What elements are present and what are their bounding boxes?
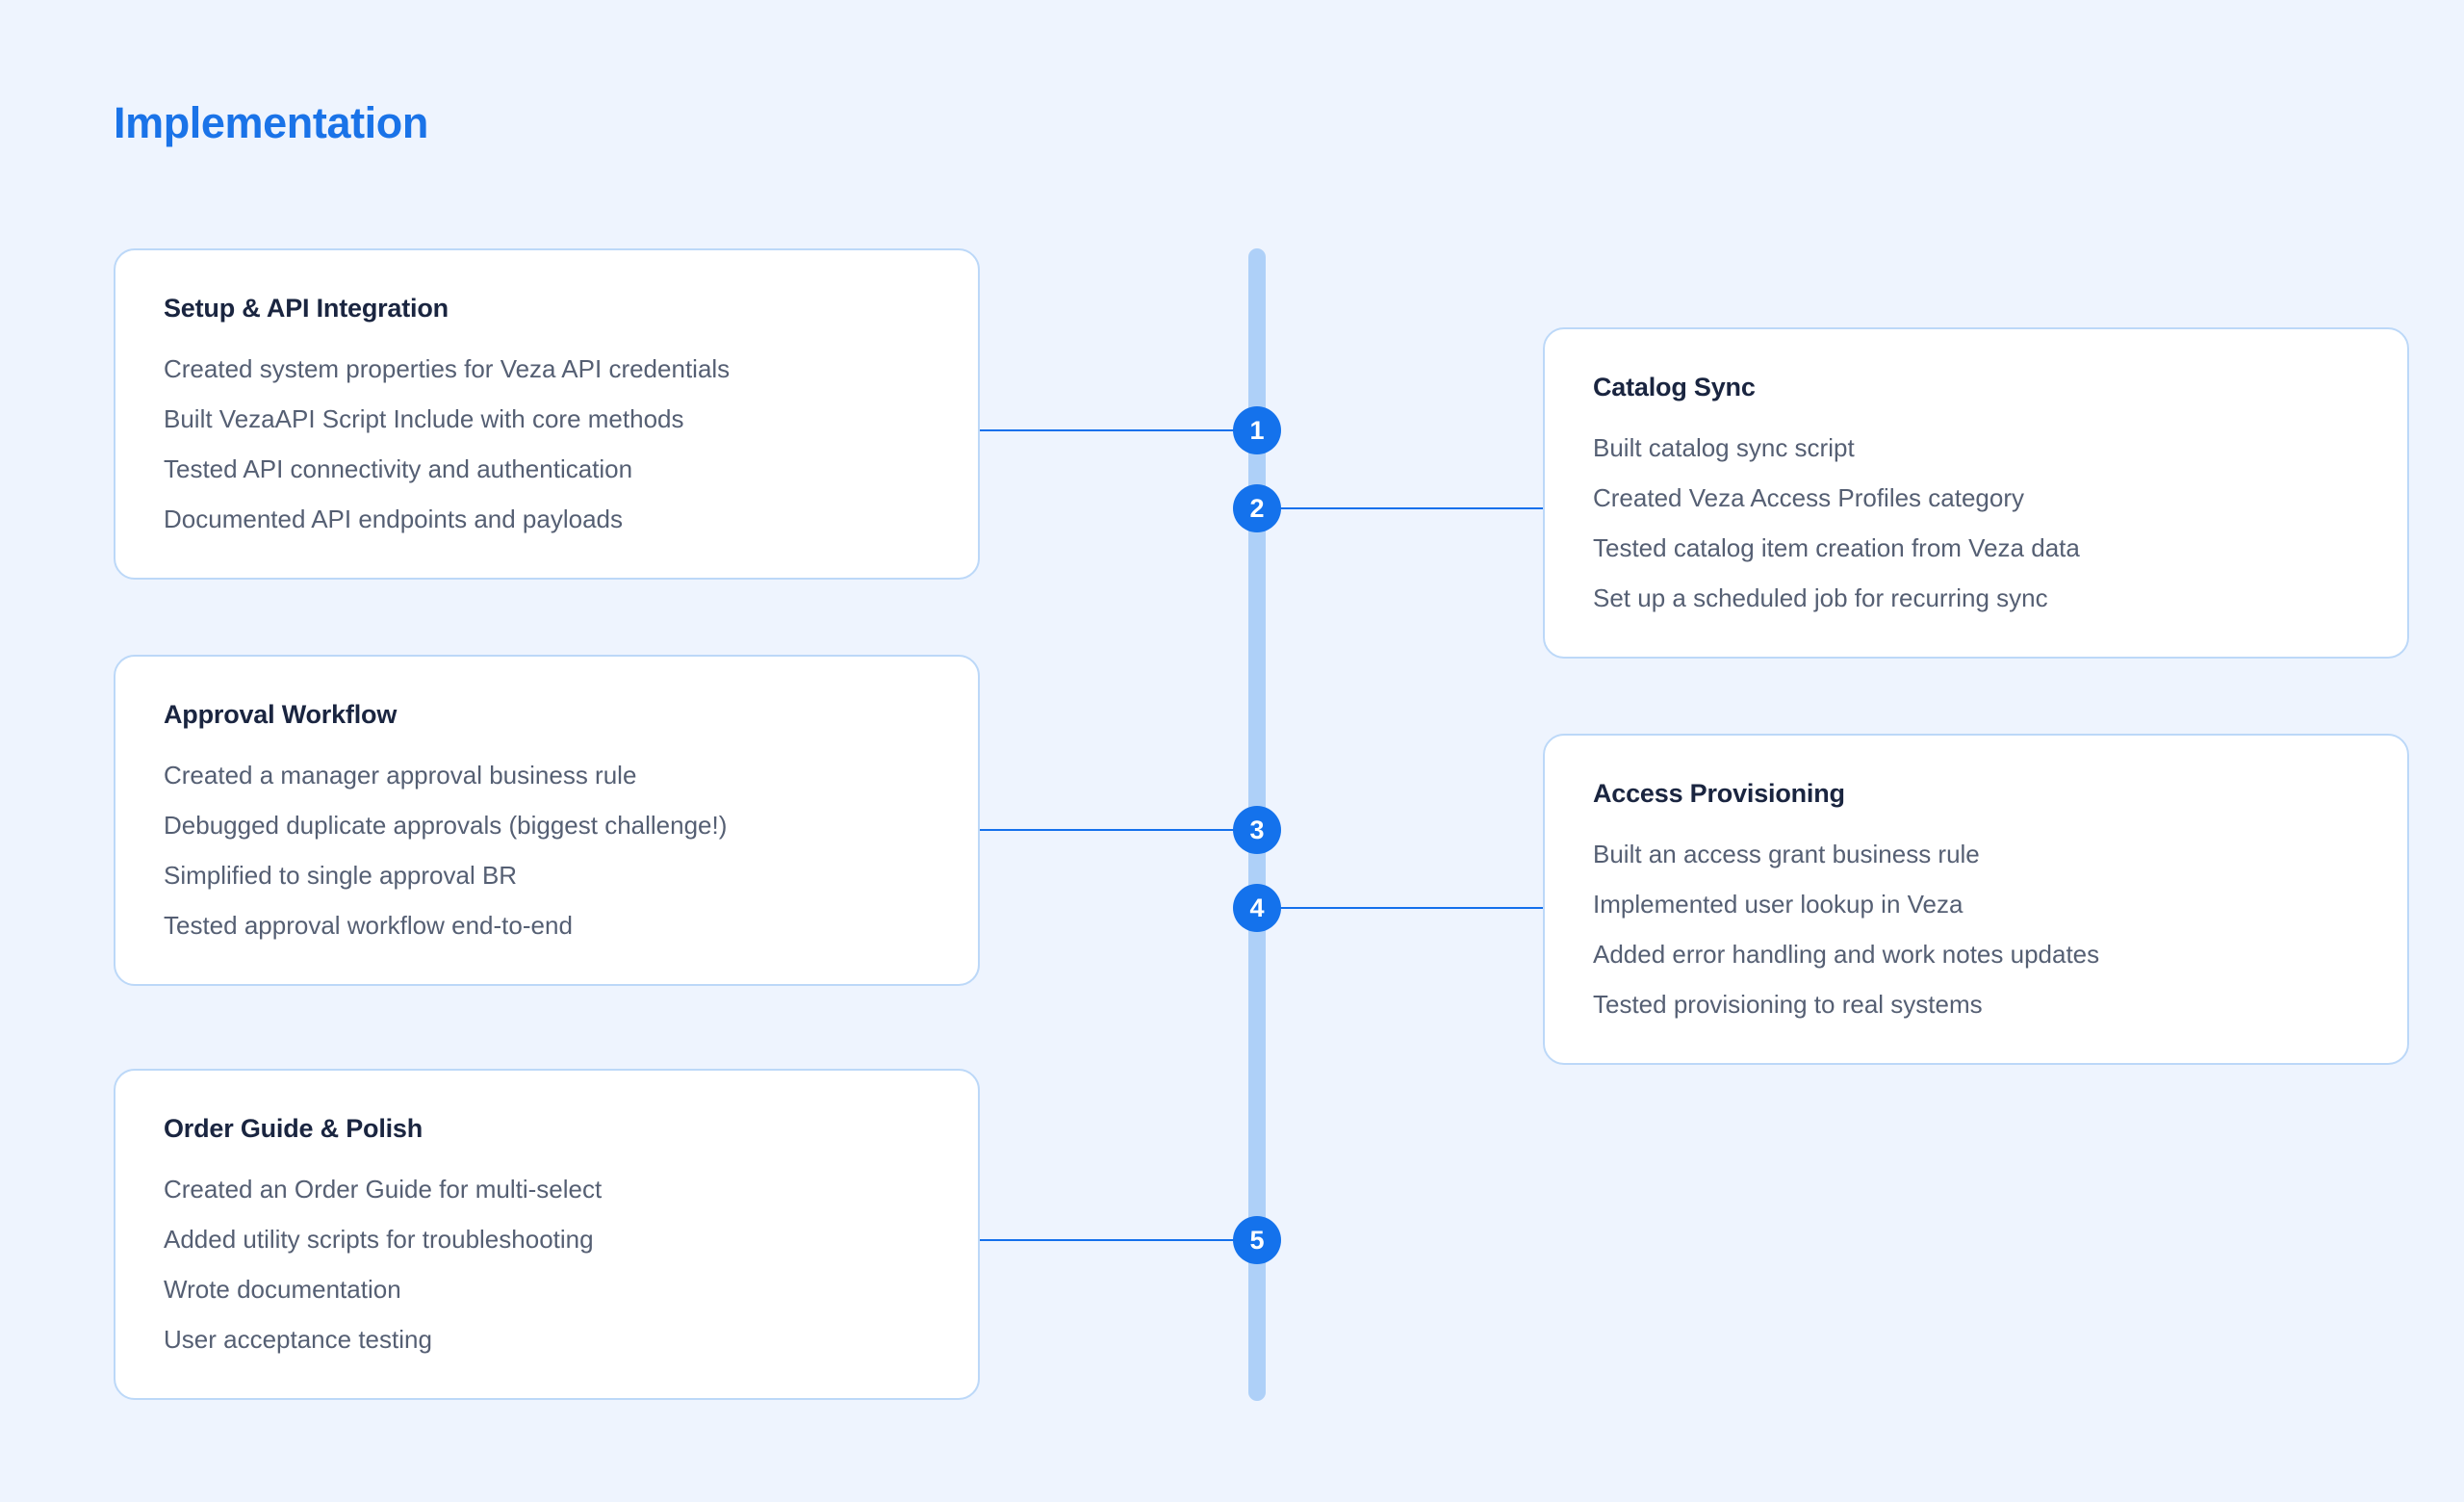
timeline-marker-label: 5 xyxy=(1249,1225,1265,1255)
timeline-marker-label: 2 xyxy=(1249,493,1265,523)
timeline-marker-2[interactable]: 2 xyxy=(1233,484,1281,532)
timeline-card-order-guide-polish[interactable]: Order Guide & Polish Created an Order Gu… xyxy=(114,1069,980,1401)
connector-step-1 xyxy=(980,429,1242,431)
card-item: Tested catalog item creation from Veza d… xyxy=(1593,533,2080,563)
timeline-marker-label: 4 xyxy=(1249,893,1265,922)
connector-step-5 xyxy=(980,1239,1242,1241)
card-item-list: Built catalog sync script Created Veza A… xyxy=(1593,435,2359,610)
timeline-card-setup-api-integration[interactable]: Setup & API Integration Created system p… xyxy=(114,248,980,581)
card-title: Approval Workflow xyxy=(164,700,398,729)
card-item: Built catalog sync script xyxy=(1593,433,1855,463)
timeline-marker-label: 1 xyxy=(1249,415,1265,445)
card-item: Wrote documentation xyxy=(164,1275,401,1305)
card-item: Built an access grant business rule xyxy=(1593,840,1980,869)
card-item: Created a manager approval business rule xyxy=(164,761,637,790)
connector-step-2 xyxy=(1272,507,1543,509)
card-item: Built VezaAPI Script Include with core m… xyxy=(164,404,684,434)
card-title: Catalog Sync xyxy=(1593,373,1756,401)
timeline-card-approval-workflow[interactable]: Approval Workflow Created a manager appr… xyxy=(114,655,980,987)
card-item-list: Created system properties for Veza API c… xyxy=(164,356,930,531)
card-item-list: Created a manager approval business rule… xyxy=(164,763,930,938)
card-title: Setup & API Integration xyxy=(164,294,449,323)
card-item: Added error handling and work notes upda… xyxy=(1593,940,2100,970)
card-item: Tested API connectivity and authenticati… xyxy=(164,454,633,484)
timeline-card-catalog-sync[interactable]: Catalog Sync Built catalog sync script C… xyxy=(1543,327,2409,660)
card-item: Tested approval workflow end-to-end xyxy=(164,911,573,941)
card-item: User acceptance testing xyxy=(164,1325,432,1355)
timeline-marker-label: 3 xyxy=(1249,815,1265,844)
card-item: Simplified to single approval BR xyxy=(164,861,518,891)
timeline-marker-4[interactable]: 4 xyxy=(1233,884,1281,932)
card-item: Documented API endpoints and payloads xyxy=(164,505,624,534)
card-item: Tested provisioning to real systems xyxy=(1593,990,1983,1020)
card-title: Access Provisioning xyxy=(1593,779,1845,808)
card-item: Debugged duplicate approvals (biggest ch… xyxy=(164,811,728,841)
card-item: Created system properties for Veza API c… xyxy=(164,354,731,384)
card-item: Added utility scripts for troubleshootin… xyxy=(164,1225,594,1255)
timeline-marker-3[interactable]: 3 xyxy=(1233,806,1281,854)
connector-step-4 xyxy=(1272,907,1543,909)
page-title: Implementation xyxy=(114,98,428,147)
card-item-list: Built an access grant business rule Impl… xyxy=(1593,842,2359,1017)
card-item: Created an Order Guide for multi-select xyxy=(164,1175,603,1204)
card-item: Created Veza Access Profiles category xyxy=(1593,483,2025,513)
timeline-marker-1[interactable]: 1 xyxy=(1233,406,1281,454)
card-item: Implemented user lookup in Veza xyxy=(1593,890,1964,919)
card-title: Order Guide & Polish xyxy=(164,1114,424,1143)
timeline-card-access-provisioning[interactable]: Access Provisioning Built an access gran… xyxy=(1543,734,2409,1066)
card-item-list: Created an Order Guide for multi-select … xyxy=(164,1177,930,1352)
card-item: Set up a scheduled job for recurring syn… xyxy=(1593,583,2048,613)
timeline-marker-5[interactable]: 5 xyxy=(1233,1216,1281,1264)
connector-step-3 xyxy=(980,829,1242,831)
